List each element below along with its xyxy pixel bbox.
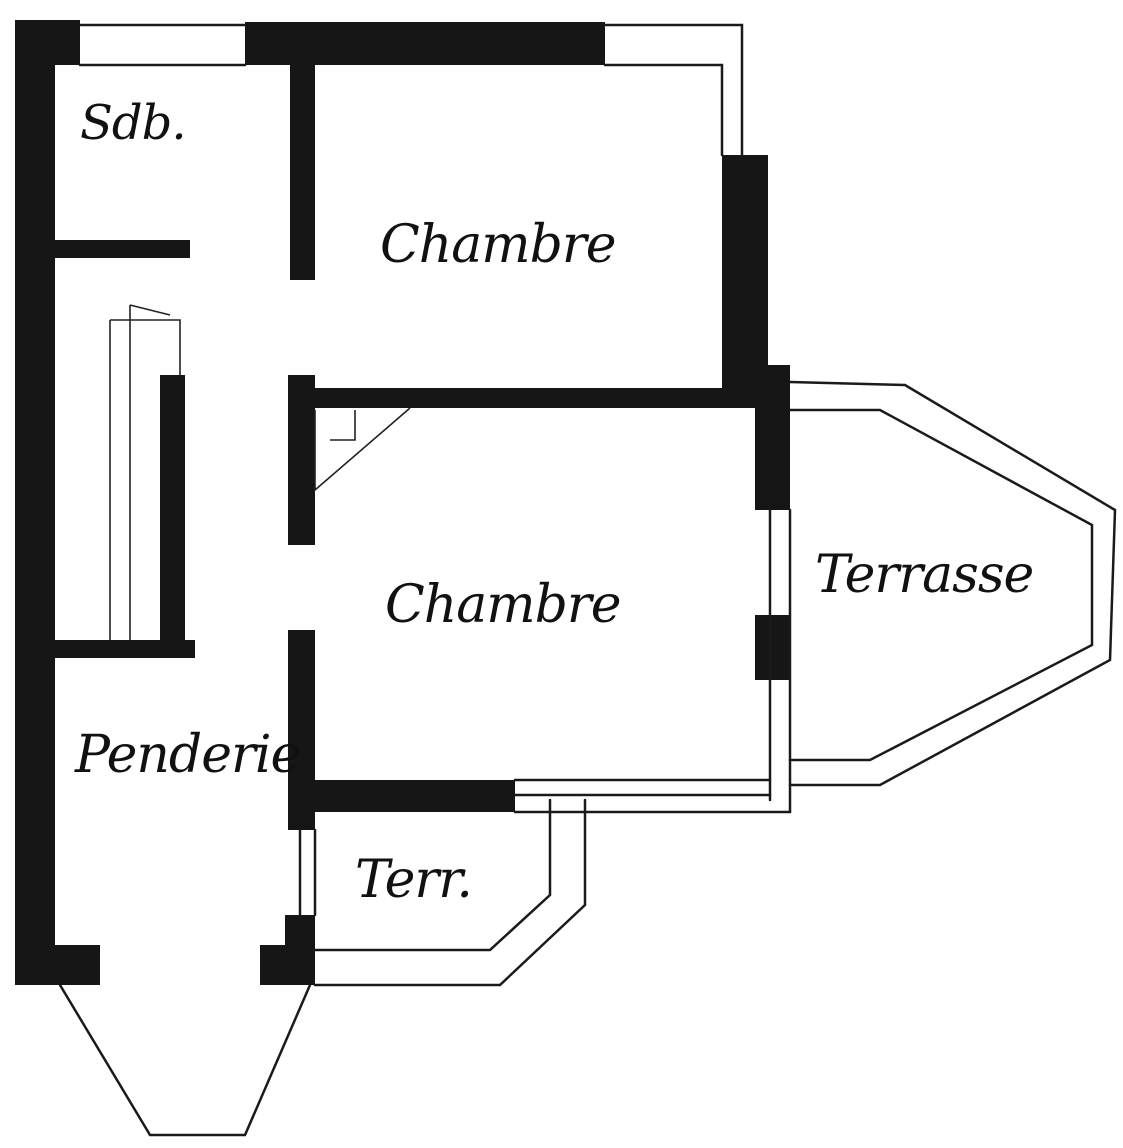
- terrace-large-outline: [788, 380, 1117, 787]
- entrance-outline: [58, 983, 312, 1137]
- room-label-bedroom-bottom: Chambre: [385, 575, 622, 635]
- room-label-wardrobe: Penderie: [75, 725, 301, 785]
- terrace-small-outline: [313, 798, 587, 987]
- room-label-bedroom-top: Chambre: [380, 215, 617, 275]
- room-label-terrace-small: Terr.: [355, 850, 473, 910]
- room-label-terrace-large: Terrasse: [815, 545, 1034, 605]
- walls: [15, 20, 790, 985]
- room-label-bathroom: Sdb.: [80, 95, 187, 151]
- windows-and-outlines: [78, 23, 792, 917]
